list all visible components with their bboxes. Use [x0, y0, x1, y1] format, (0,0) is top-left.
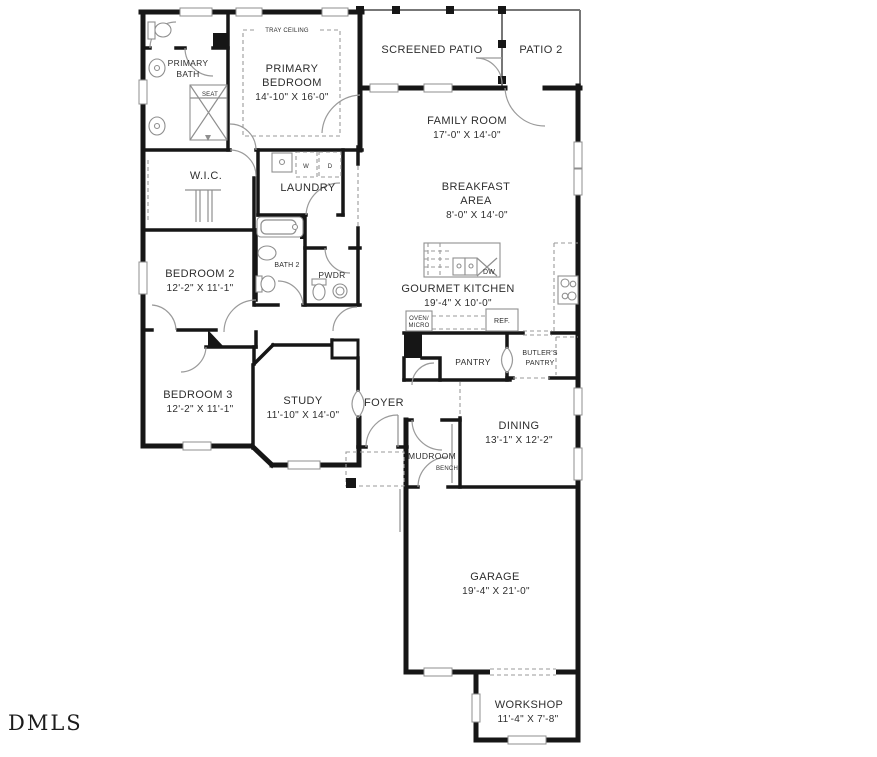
watermark-dmls: DMLS — [8, 711, 83, 735]
dim-study: 11'-10" X 14'-0" — [267, 410, 340, 421]
sink-bath2 — [257, 245, 277, 261]
garage-entry-door — [417, 456, 449, 488]
primary-bedroom-hall-door — [229, 123, 257, 151]
label-powder: PWDR — [318, 270, 345, 280]
label-laundry: LAUNDRY — [280, 182, 335, 194]
cooktop — [557, 275, 579, 305]
dim-bedroom3: 12'-2" X 11'-1" — [167, 404, 234, 415]
label-primary-bath-2: BATH — [176, 69, 199, 79]
dim-workshop: 11'-4" X 7'-8" — [497, 714, 558, 725]
room-labels: PRIMARY BATH TRAY CEILING PRIMARY BEDROO… — [163, 28, 563, 725]
label-ref: REF. — [494, 318, 510, 325]
interior-walls — [141, 10, 580, 489]
bathtub — [256, 216, 304, 238]
label-dw: DW — [483, 269, 495, 276]
dim-dining: 13'-1" X 12'-2" — [485, 435, 553, 446]
dim-breakfast: 8'-0" X 14'-0" — [446, 210, 508, 221]
label-bedroom2: BEDROOM 2 — [165, 268, 235, 280]
cased-openings — [357, 166, 556, 677]
bedroom3-door — [180, 346, 207, 373]
label-family-room: FAMILY ROOM — [427, 115, 507, 127]
label-bath2: BATH 2 — [274, 262, 299, 269]
label-primary-bath: PRIMARY — [168, 58, 209, 68]
oven-micro-cabinet — [405, 310, 433, 332]
label-garage: GARAGE — [470, 571, 519, 583]
toilet-powder — [312, 283, 326, 301]
dim-kitchen: 19'-4" X 10'-0" — [424, 298, 492, 309]
washer — [295, 151, 318, 178]
label-dryer: D — [328, 164, 333, 170]
label-bedroom3: BEDROOM 3 — [163, 389, 233, 401]
entry-porch — [345, 451, 405, 532]
mudroom-door — [411, 419, 443, 451]
dim-primary-bedroom: 14'-10" X 16'-0" — [255, 92, 329, 103]
label-butlers: BUTLER'S — [522, 350, 557, 357]
bath2-door — [277, 280, 304, 306]
label-breakfast-2: AREA — [460, 195, 492, 207]
label-bench: BENCH — [436, 466, 458, 472]
laundry-door — [305, 182, 341, 216]
bedroom2-door — [151, 304, 177, 331]
label-foyer: FOYER — [364, 397, 404, 409]
fixtures — [147, 21, 579, 532]
closet-rods — [147, 160, 221, 222]
dim-family-room: 17'-0" X 14'-0" — [433, 130, 501, 141]
front-door-arc — [365, 414, 399, 448]
label-washer: W — [303, 164, 309, 170]
dryer — [318, 151, 342, 178]
dim-bedroom2: 12'-2" X 11'-1" — [167, 283, 234, 294]
label-screened-patio: SCREENED PATIO — [381, 44, 482, 56]
label-primary-bedroom-2: BEDROOM — [262, 77, 322, 89]
toilet-bath2 — [260, 275, 276, 293]
family-patio-door — [504, 87, 546, 127]
door-arcs — [149, 21, 546, 488]
tray-ceiling-outline — [242, 29, 341, 137]
label-kitchen: GOURMET KITCHEN — [401, 283, 514, 295]
kitchen-island — [423, 242, 501, 278]
label-butlers-2: PANTRY — [526, 360, 555, 367]
label-micro: MICRO — [409, 323, 430, 329]
label-study: STUDY — [283, 395, 323, 407]
label-pantry: PANTRY — [455, 357, 491, 367]
dim-garage: 19'-4" X 21'-0" — [462, 586, 530, 597]
label-workshop: WORKSHOP — [495, 699, 564, 711]
label-seat: SEAT — [202, 92, 218, 98]
powder-door — [324, 247, 351, 274]
primary-bedroom-door — [321, 94, 361, 134]
label-wic: W.I.C. — [190, 170, 222, 182]
label-dining: DINING — [499, 420, 540, 432]
windows — [138, 7, 583, 745]
label-mudroom: MUDROOM — [408, 451, 456, 461]
label-patio2: PATIO 2 — [519, 44, 562, 56]
bedroom2-hall-door — [223, 299, 257, 333]
shower — [189, 84, 228, 141]
label-oven: OVEN/ — [409, 316, 429, 322]
refrigerator-box — [485, 308, 519, 332]
label-primary-bedroom: PRIMARY — [266, 63, 319, 75]
label-tray-ceiling: TRAY CEILING — [265, 28, 309, 34]
toilet-primary — [147, 21, 172, 40]
counter-dashed — [432, 315, 486, 330]
label-breakfast: BREAKFAST — [442, 181, 510, 193]
